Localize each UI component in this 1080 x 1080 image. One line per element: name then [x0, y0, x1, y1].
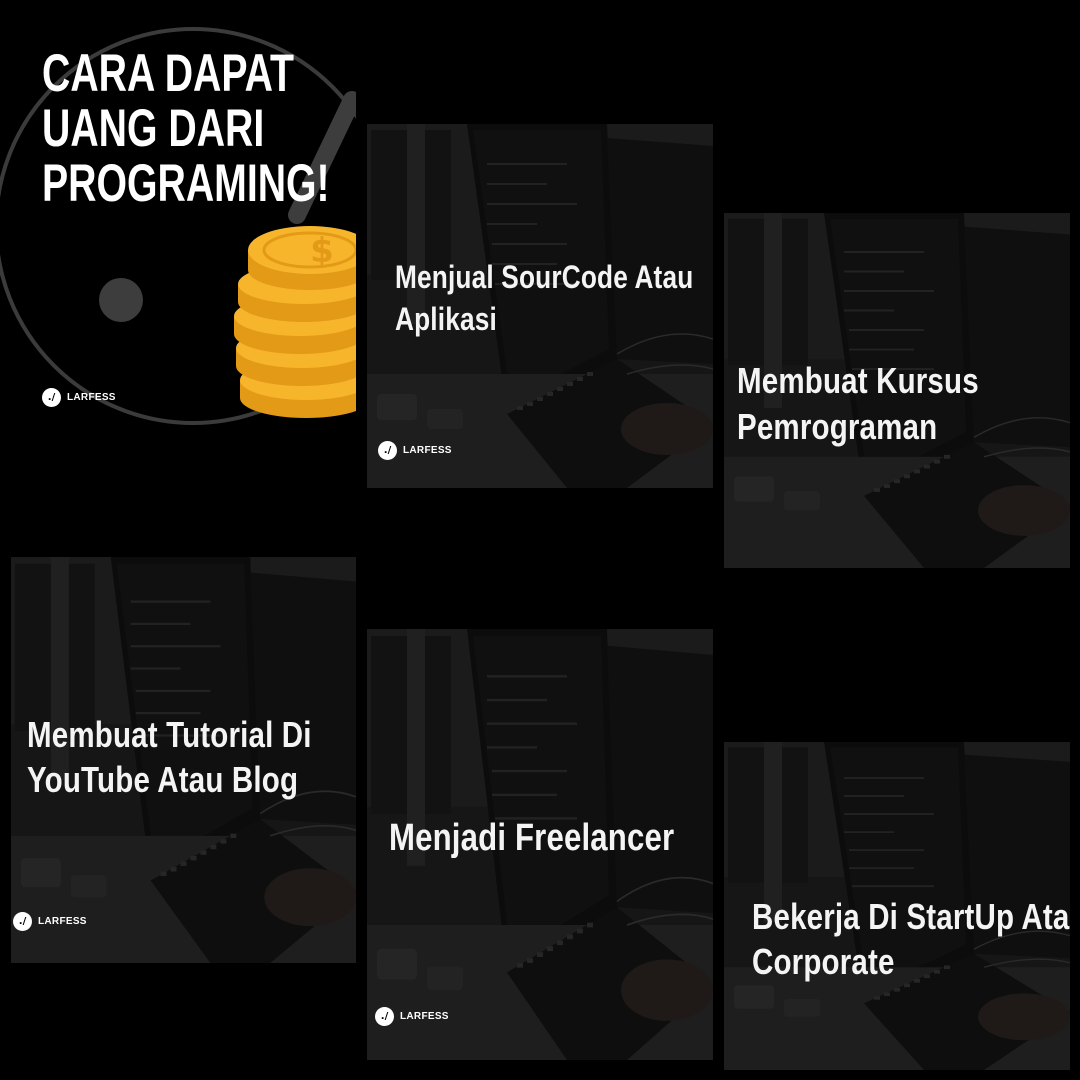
slide-title-line: Aplikasi	[395, 301, 497, 337]
slide-title-line: Menjadi Freelancer	[389, 817, 675, 859]
cover-art: $	[0, 27, 356, 425]
slide-title: Membuat Kursus Pemrograman	[737, 358, 979, 450]
brand-logo: ./ LARFESS	[375, 1007, 449, 1026]
slide-card-startup: Bekerja Di StartUp Atau Corporate	[724, 742, 1070, 1070]
slide-title: Menjadi Freelancer	[389, 815, 674, 861]
slide-title-line: Bekerja Di StartUp Atau	[752, 896, 1070, 937]
slide-title-line: Membuat Kursus	[737, 360, 979, 401]
slide-title: Bekerja Di StartUp Atau Corporate	[752, 894, 1070, 984]
brand-logo: ./ LARFESS	[13, 912, 87, 931]
slide-title-line: Membuat Tutorial Di	[27, 714, 312, 755]
brand-name: LARFESS	[403, 445, 452, 456]
slide-title: Membuat Tutorial Di YouTube Atau Blog	[27, 712, 312, 802]
brand-mark-icon: ./	[42, 388, 61, 407]
cover-card: $ CARA DAPAT UANG DARI PROGRAMING! ./ LA…	[0, 0, 356, 430]
slide-title-line: Pemrograman	[737, 406, 938, 447]
cover-title: CARA DAPAT UANG DARI PROGRAMING!	[42, 46, 330, 211]
slide-card-freelancer: Menjadi Freelancer ./ LARFESS	[367, 629, 713, 1060]
cover-title-line: CARA DAPAT	[42, 44, 295, 103]
slide-title-line: Corporate	[752, 941, 895, 982]
slide-card-kursus: Membuat Kursus Pemrograman	[724, 213, 1070, 568]
cover-title-line: PROGRAMING!	[42, 154, 330, 213]
slide-title-line: Menjual SourCode Atau	[395, 259, 694, 295]
brand-mark-icon: ./	[375, 1007, 394, 1026]
slash-mark	[288, 91, 356, 224]
brand-mark-icon: ./	[378, 441, 397, 460]
slide-card-tutorial: Membuat Tutorial Di YouTube Atau Blog ./…	[11, 557, 356, 963]
slide-card-sourcecode: Menjual SourCode Atau Aplikasi ./ LARFES…	[367, 124, 713, 488]
slide-title-line: YouTube Atau Blog	[27, 759, 299, 800]
vinyl-dot	[99, 278, 143, 322]
dollar-sign: $	[310, 231, 334, 271]
vinyl-ring	[0, 27, 356, 425]
slide-title: Menjual SourCode Atau Aplikasi	[395, 256, 693, 340]
brand-name: LARFESS	[400, 1011, 449, 1022]
cover-title-line: UANG DARI	[42, 99, 265, 158]
brand-mark-icon: ./	[13, 912, 32, 931]
coin-stack-icon: $	[234, 226, 356, 418]
brand-logo: ./ LARFESS	[42, 388, 116, 407]
brand-name: LARFESS	[67, 392, 116, 403]
brand-logo: ./ LARFESS	[378, 441, 452, 460]
brand-name: LARFESS	[38, 916, 87, 927]
